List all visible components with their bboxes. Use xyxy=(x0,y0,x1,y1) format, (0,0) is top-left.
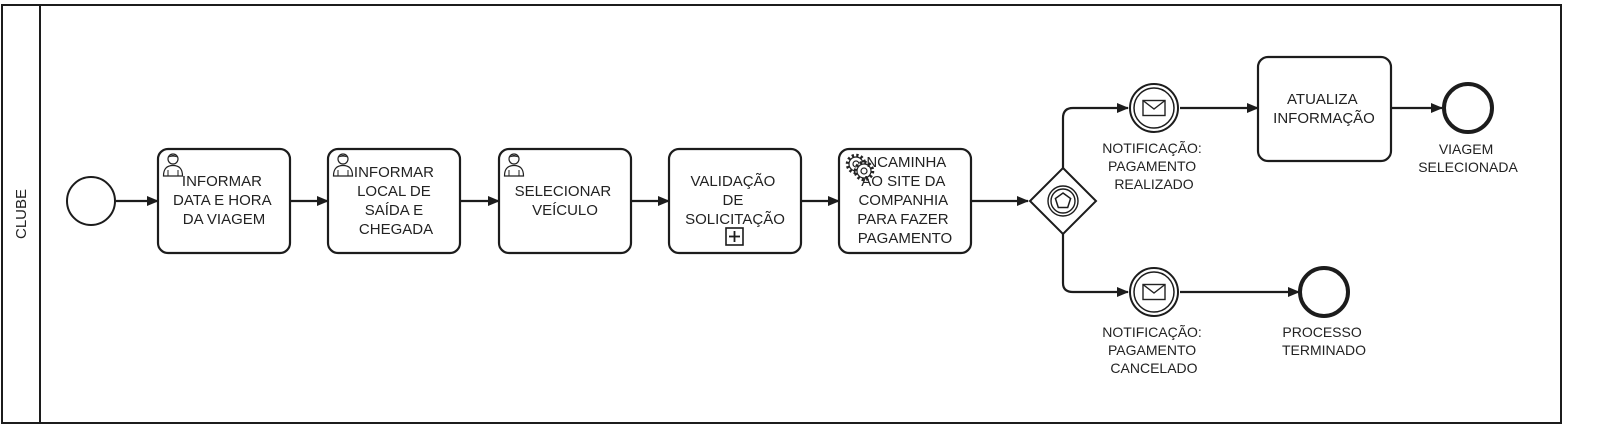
gear-icon xyxy=(853,160,875,182)
pentagon-icon xyxy=(1054,192,1072,209)
notif-realizado-label: NOTIFICAÇÃO: PAGAMENTO REALIZADO xyxy=(1102,140,1205,192)
envelope-icon xyxy=(1142,283,1166,301)
task-selecionar-veiculo-label: SELECIONAR VEÍCULO xyxy=(515,183,616,219)
task-informar-local-label: INFORMAR LOCAL DE SAÍDA E CHEGADA xyxy=(354,164,438,238)
lane-label: CLUBE xyxy=(13,189,30,239)
plus-box-icon[interactable] xyxy=(725,227,744,246)
subprocess-validacao[interactable]: VALIDAÇÃO DE SOLICITAÇÃO xyxy=(667,147,803,255)
processo-terminado-label: PROCESSO TERMINADO xyxy=(1282,324,1366,358)
task-informar-local[interactable]: INFORMAR LOCAL DE SAÍDA E CHEGADA xyxy=(326,147,462,255)
task-atualiza[interactable]: ATUALIZA INFORMAÇÃO xyxy=(1256,55,1393,163)
task-selecionar-veiculo[interactable]: SELECIONAR VEÍCULO xyxy=(497,147,633,255)
viagem-selecionada-label: VIAGEM SELECIONADA xyxy=(1418,141,1518,175)
flow-gateway-to-notif-cancelado xyxy=(1061,234,1129,297)
task-informar-data[interactable]: INFORMAR DATA E HORA DA VIAGEM xyxy=(156,147,292,255)
subprocess-validacao-label: VALIDAÇÃO DE SOLICITAÇÃO xyxy=(685,173,785,228)
task-informar-data-label: INFORMAR DATA E HORA DA VIAGEM xyxy=(173,173,275,228)
task-encaminha[interactable]: NCAMINHA AO SITE DA COMPANHIA PARA FAZER… xyxy=(837,147,973,255)
flow-gateway-to-notif-realizado xyxy=(1061,103,1129,168)
intermediate-event-cancelado[interactable] xyxy=(1129,267,1179,317)
envelope-icon xyxy=(1142,99,1166,117)
event-gateway[interactable] xyxy=(1028,166,1098,236)
task-encaminha-label: NCAMINHA AO SITE DA COMPANHIA PARA FAZER… xyxy=(857,154,953,247)
end-event-viagem-selecionada[interactable] xyxy=(1442,82,1494,134)
task-atualiza-label: ATUALIZA INFORMAÇÃO xyxy=(1273,91,1375,127)
notif-cancelado-label: NOTIFICAÇÃO: PAGAMENTO CANCELADO xyxy=(1102,324,1205,376)
intermediate-event-realizado[interactable] xyxy=(1129,83,1179,133)
sequence-flows xyxy=(116,103,1443,297)
end-event-processo-terminado[interactable] xyxy=(1298,266,1350,318)
start-event[interactable] xyxy=(66,176,116,226)
